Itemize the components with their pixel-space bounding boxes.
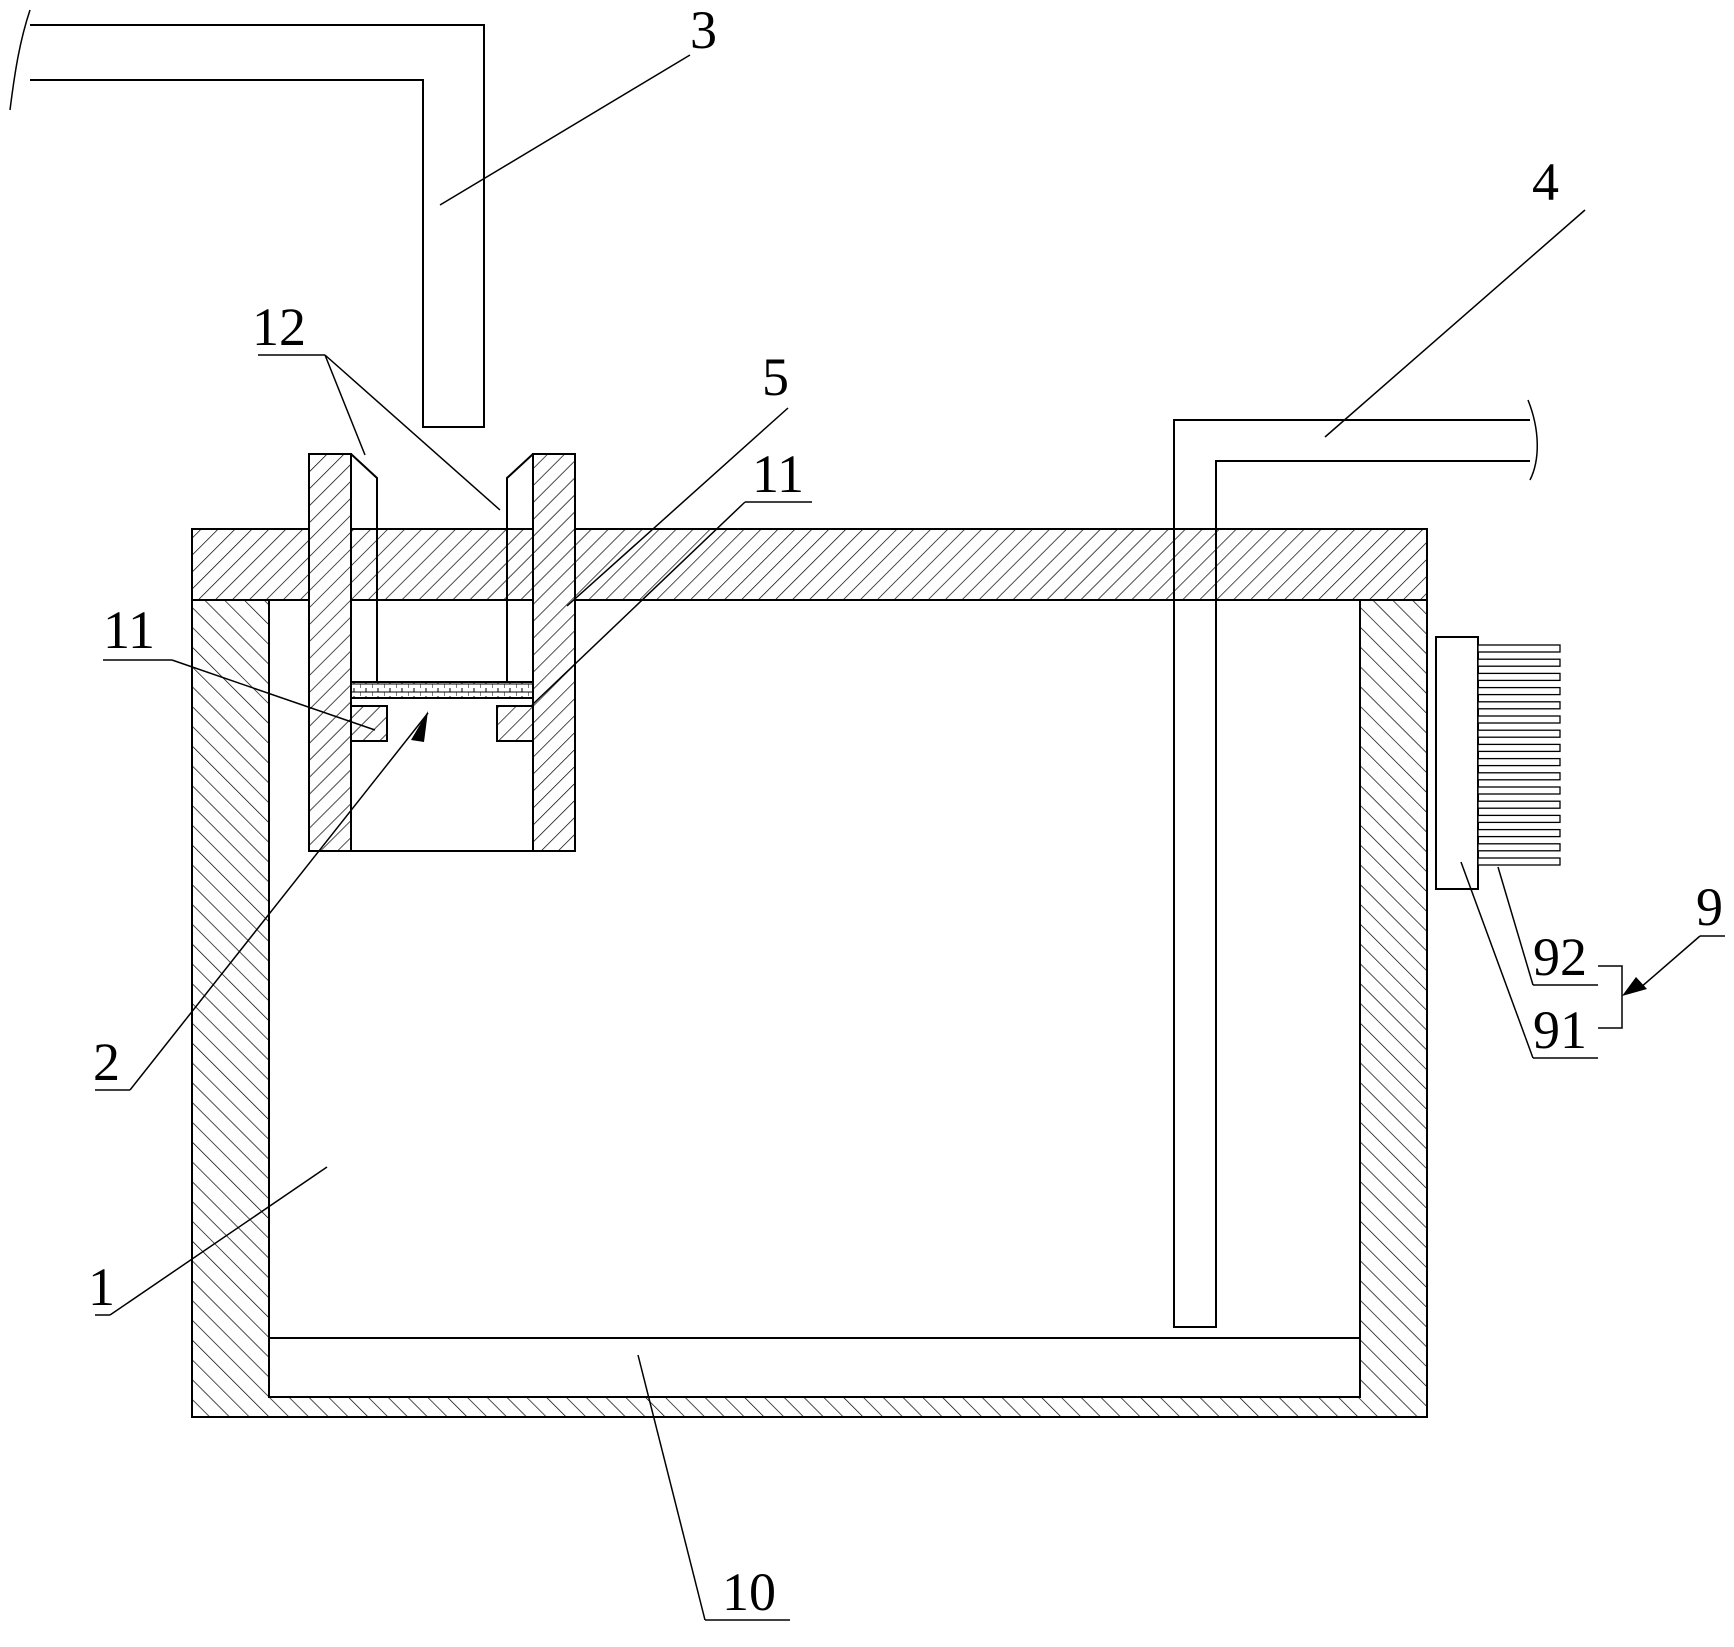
- heat-sink-fin: [1477, 729, 1561, 738]
- label-92: 92: [1533, 927, 1587, 987]
- label-2: 2: [93, 1032, 120, 1092]
- heat-sink-fin: [1477, 814, 1561, 824]
- heat-sink-fin: [1477, 686, 1561, 696]
- heat-sink-fin: [1477, 857, 1561, 866]
- heat-sink-fin: [1477, 715, 1561, 724]
- heat-sink-fin: [1477, 786, 1561, 795]
- heat-sink-fin: [1477, 843, 1561, 852]
- reference-labels: 3 4 12 5 11 11 2 1 10 9 92 91: [88, 0, 1723, 1622]
- support-block: [350, 705, 534, 742]
- heat-sink-fin: [1477, 658, 1561, 667]
- heat-sink-fin: [1477, 828, 1561, 838]
- label-4: 4: [1532, 152, 1559, 212]
- label-11-right: 11: [752, 444, 804, 504]
- heat-sink-fins: [1477, 644, 1561, 866]
- bottom-layer: [268, 1337, 1361, 1398]
- label-91: 91: [1533, 1000, 1587, 1060]
- container-wall: [191, 528, 1428, 1418]
- heat-sink-fin: [1477, 800, 1561, 809]
- heat-sink: [1435, 636, 1561, 890]
- label-9: 9: [1696, 877, 1723, 937]
- heat-sink-fin: [1477, 672, 1561, 682]
- label-1: 1: [88, 1257, 115, 1317]
- heat-sink-fin: [1477, 743, 1561, 753]
- filter: [350, 681, 534, 699]
- heat-sink-fin: [1477, 772, 1561, 781]
- leader-lines: [95, 54, 1725, 1621]
- label-11-left: 11: [103, 600, 155, 660]
- label-10: 10: [722, 1562, 776, 1622]
- label-12: 12: [252, 297, 306, 357]
- heat-sink-fin: [1477, 644, 1561, 653]
- sleeve: [308, 453, 576, 852]
- inlet-pipe: [9, 9, 485, 428]
- arrowhead-9: [1622, 977, 1647, 996]
- arrowhead-2: [411, 711, 428, 742]
- label-5: 5: [762, 347, 789, 407]
- outlet-pipe: [1173, 399, 1538, 1328]
- flange: [350, 453, 534, 682]
- label-3: 3: [690, 0, 717, 60]
- heat-sink-fin: [1477, 701, 1561, 710]
- heat-sink-fin: [1477, 757, 1561, 767]
